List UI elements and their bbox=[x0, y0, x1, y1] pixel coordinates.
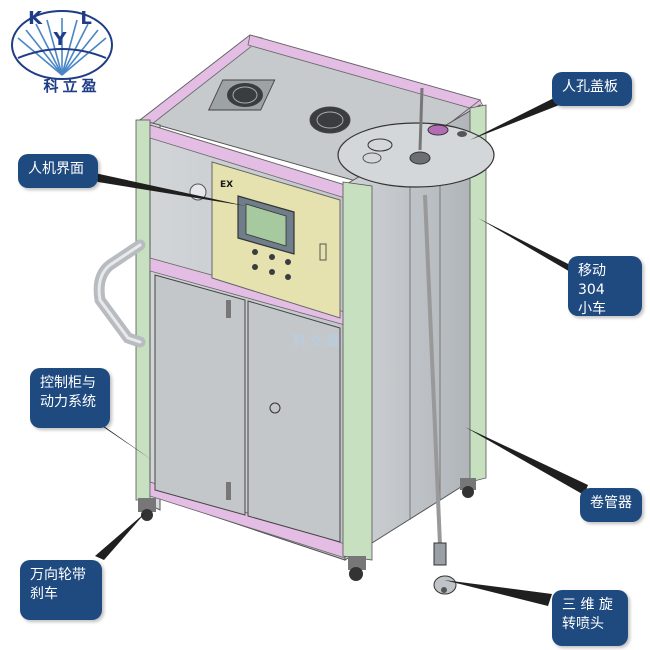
cabinet-door-right bbox=[247, 300, 341, 543]
callout-hmi: 人机界面 bbox=[18, 154, 98, 188]
callout-control-cabinet: 控制柜与 动力系统 bbox=[30, 368, 110, 428]
rotary-nozzle-icon bbox=[433, 542, 457, 595]
logo-mark bbox=[11, 10, 113, 80]
caster-wheel-icon bbox=[138, 498, 156, 521]
callout-manhole-cover: 人孔盖板 bbox=[552, 72, 632, 106]
callout-mobile-cart: 移动 304 小车 bbox=[568, 256, 642, 317]
hose bbox=[423, 194, 442, 546]
caster-wheel-icon-3 bbox=[460, 478, 476, 498]
leader-lines bbox=[88, 95, 588, 606]
cabinet-door-left bbox=[154, 274, 246, 516]
callout-rotary-nozzle: 三 维 旋 转喷头 bbox=[552, 590, 628, 646]
watermark-name: 科立盈 bbox=[292, 334, 344, 349]
callout-caster: 万向轮带 刹车 bbox=[20, 560, 102, 620]
manhole-cover bbox=[337, 87, 495, 188]
panel-badge: EX bbox=[220, 180, 234, 190]
logo-letters: K L Y bbox=[28, 8, 108, 50]
logo-name: 科立盈 bbox=[43, 77, 101, 95]
cooling-fan-icon bbox=[207, 79, 276, 111]
caster-wheel-icon-2 bbox=[348, 556, 366, 581]
callout-hose-reel: 卷管器 bbox=[580, 488, 642, 522]
cooling-fan-icon-2 bbox=[309, 106, 351, 134]
